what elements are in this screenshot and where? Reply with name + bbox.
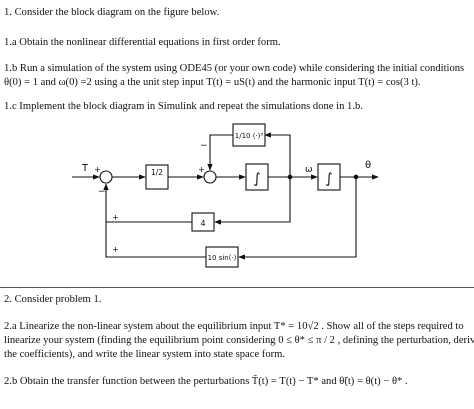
question-1: 1. Consider the block diagram on the fig… <box>4 7 220 18</box>
question-2a-line2: linearize your system (finding the equil… <box>4 335 474 346</box>
sum1-plus-sign: + <box>94 165 101 174</box>
gain4-plus-sign: + <box>112 213 119 222</box>
sin-block-label: 10 sin(·) <box>208 254 237 262</box>
cubic-feedback-return <box>207 134 233 171</box>
omega-label: ω <box>305 165 313 175</box>
question-2a-line1: 2.a Linearize the non-linear system abou… <box>4 321 464 332</box>
question-1b-line1: 1.b Run a simulation of the system using… <box>4 63 465 74</box>
sin-plus-sign: + <box>112 245 119 254</box>
question-1c: 1.c Implement the block diagram in Simul… <box>4 101 363 112</box>
theta-label: θ <box>365 160 371 171</box>
integrator-2-symbol: ∫ <box>325 171 332 187</box>
summing-junction-1 <box>99 170 113 184</box>
sum2-plus-sign: + <box>198 165 205 174</box>
cubic-feedback-path <box>264 132 291 177</box>
question-2b: 2.b Obtain the transfer function between… <box>4 376 408 387</box>
branch-point-theta <box>353 174 359 180</box>
sum1-minus-sign: − <box>98 187 106 197</box>
question-2a-line3: the coefficients), and write the linear … <box>4 349 286 360</box>
summing-junction-2 <box>203 170 217 184</box>
question-2: 2. Consider problem 1. <box>4 294 102 305</box>
section-divider <box>0 287 474 288</box>
gain-4-feedback-path <box>214 177 291 225</box>
gain-4-label: 4 <box>200 219 205 228</box>
gain-4-feedback-return <box>103 183 192 223</box>
input-label: T <box>81 163 89 174</box>
sin-feedback-path <box>238 177 357 260</box>
question-1a: 1.a Obtain the nonlinear differential eq… <box>4 37 281 48</box>
branch-point-omega <box>287 174 293 180</box>
integrator-1-symbol: ∫ <box>253 171 260 187</box>
question-1b-line2: θ(0) = 1 and ω(0) =2 using a the unit st… <box>4 77 421 88</box>
half-gain-label: 1/2 <box>151 168 163 177</box>
sin-feedback-return <box>105 222 206 258</box>
sum2-minus-sign: − <box>200 141 208 151</box>
cubic-gain-label: 1/10 (·)³ <box>235 132 264 140</box>
